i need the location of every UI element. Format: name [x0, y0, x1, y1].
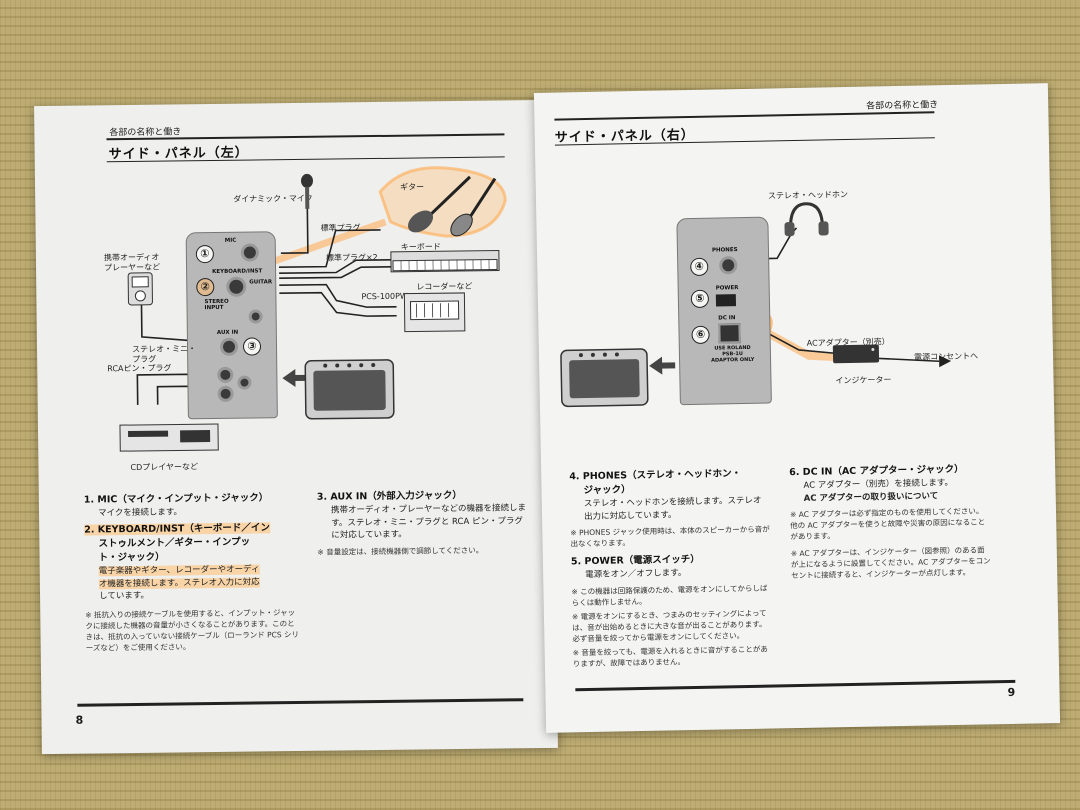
stereo-input-label: STEREO INPUT: [204, 298, 229, 312]
dc-in-note-2: ※ AC アダプターは、インジケーター（図参照）のある面が上になるように設置して…: [790, 545, 991, 581]
footer-rule: [575, 679, 1016, 692]
headphones-icon: [784, 202, 829, 237]
recorder-icon: [403, 292, 466, 333]
right-page: 各部の名称と働き サイド・パネル（右） PHONES ④ POWER ⑤ DC …: [533, 83, 1061, 733]
cable-lines: [136, 166, 507, 405]
phones-label: PHONES: [711, 247, 738, 254]
mic-label: MIC: [224, 237, 237, 244]
cd-player-icon: [119, 423, 219, 452]
microphone-icon: [300, 173, 313, 209]
number-3: ③: [242, 337, 262, 356]
keyboard-inst-label: KEYBOARD/INST: [212, 268, 263, 276]
keyboard-inst-body-c: しています。: [98, 590, 150, 602]
aux-in-label: AUX IN: [216, 329, 239, 336]
keyboard-inst-body-a: 電子楽器やギター、レコーダーやオーディ: [98, 564, 260, 577]
phones-description: ステレオ・ヘッドホンを接続します。ステレオ出力に対応しています。: [583, 495, 762, 522]
power-label: POWER: [715, 285, 739, 292]
power-note-1: ※ この機器は回路保護のため、電源をオンにしてからしばらくは動作しません。: [571, 583, 768, 607]
power-switch: [715, 294, 737, 307]
aux-in-jack: [219, 337, 239, 356]
dc-in-note-1: ※ AC アダプターは必ず指定のものを使用してください。他の AC アダプターを…: [789, 506, 986, 542]
aux-in-description: 携帯オーディオ・プレーヤーなどの機器を接続します。ステレオ・ミニ・プラグと RC…: [330, 503, 526, 541]
number-1: ①: [195, 244, 214, 264]
ac-adapter-icon: [832, 344, 880, 364]
power-note-2: ※ 電源をオンにするとき、つまみのセッティングによっては、音が出始めるときに大き…: [571, 608, 767, 643]
aux-in-note: ※ 音量設定は、接続機器側で調節してください。: [317, 545, 484, 557]
adapter-note-label: USE ROLAND PSB-1U ADAPTOR ONLY: [711, 344, 755, 364]
left-page: 各部の名称と働き サイド・パネル（左）: [34, 99, 558, 755]
dc-in-jack: [718, 323, 741, 344]
item-keyboard-inst: 2. KEYBOARD/INST（キーボード／イン ストゥルメント／ギター・イン…: [84, 521, 301, 653]
number-2: ②: [196, 277, 215, 297]
guitar-label: GUITAR: [249, 279, 273, 286]
std-plug-x2-label: 標準プラグ×2: [325, 252, 378, 263]
mic-heading: 1. MIC（マイク・インプット・ジャック）: [83, 492, 269, 506]
std-plug-label: 標準プラグ: [320, 223, 361, 233]
rca-pin-plug-label: RCAピン・プラグ: [107, 363, 172, 374]
amplifier-icon: [560, 348, 649, 408]
item-aux-in: 3. AUX IN（外部入力ジャック） 携帯オーディオ・プレーヤーなどの機器を接…: [317, 488, 528, 557]
stereo-jack: [248, 309, 263, 324]
keyboard-inst-body-b: オ機器を接続します。ステレオ入力に対応: [98, 576, 260, 589]
rca-jack-r: [217, 385, 234, 402]
mic-jack: [240, 243, 259, 262]
guitar-icon: [407, 175, 497, 237]
page-number: 9: [1007, 685, 1016, 700]
keyboard-inst-heading-a: 2. KEYBOARD/INST（キーボード／イン: [84, 522, 270, 536]
connection-diagram: PHONES ④ POWER ⑤ DC IN ⑥ USE ROLAND PSB-…: [534, 83, 1054, 423]
phones-note: ※ PHONES ジャック使用時は、本体のスピーカーから音が出なくなります。: [570, 524, 770, 549]
cd-player-label: CDプレイヤーなど: [130, 462, 199, 473]
keyboard-icon: [390, 250, 500, 273]
power-description: 電源をオン／オフします。: [585, 568, 687, 581]
dc-in-label: DC IN: [718, 315, 736, 322]
recorder-label: レコーダーなど: [416, 281, 473, 292]
footer-rule: [77, 698, 524, 707]
outlet-label: 電源コンセントへ: [913, 351, 979, 362]
indicator-label: インジケーター: [835, 375, 892, 386]
item-dc-in: 6. DC IN（AC アダプター・ジャック） AC アダプター（別売）を接続し…: [789, 462, 991, 581]
page-number: 8: [75, 713, 84, 727]
power-note-3: ※ 音量を絞っても、電源を入れるときに音がすることがありますが、故障ではありませ…: [572, 644, 768, 668]
rca-jack-knob: [237, 375, 252, 390]
item-phones: 4. PHONES（ステレオ・ヘッドホン・ ジャック） ステレオ・ヘッドホンを接…: [569, 467, 773, 669]
audio-player-icon: [127, 272, 153, 306]
keyboard-inst-note: ※ 抵抗入りの接続ケーブルを使用すると、インプット・ジャックに接続した機器の音量…: [85, 607, 300, 653]
pcs-label: PCS-100PW: [361, 291, 408, 302]
amplifier-icon: [304, 359, 395, 420]
right-side-panel: [676, 216, 772, 406]
rca-jack-l: [217, 366, 234, 383]
item-mic: 1. MIC（マイク・インプット・ジャック） マイクを接続します。: [84, 491, 299, 520]
mic-description: マイクを接続します。: [97, 507, 183, 519]
portable-audio-label: 携帯オーディオ プレーヤーなど: [103, 252, 161, 273]
connection-diagram: MIC ① KEYBOARD/INST ② GUITAR STEREO INPU…: [34, 100, 555, 486]
keyboard-inst-jack: [226, 276, 247, 297]
